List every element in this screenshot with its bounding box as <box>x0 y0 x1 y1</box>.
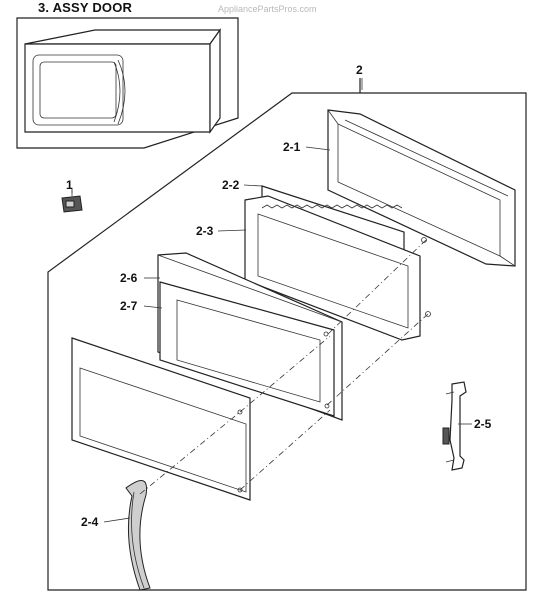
callout-2-7: 2-7 <box>120 299 138 313</box>
part-2-4-handle <box>125 480 151 591</box>
callout-2-1: 2-1 <box>283 140 301 154</box>
part-2-1-choke-frame <box>327 109 516 267</box>
leader-lines <box>71 146 472 523</box>
part-2-7-inner-frame <box>159 281 335 417</box>
callout-2-2: 2-2 <box>222 178 240 192</box>
microwave-inset <box>16 17 239 149</box>
alignment-lines <box>139 239 429 495</box>
watermark: AppliancePartsPros.com <box>218 4 317 14</box>
assembly-boundary <box>47 78 527 591</box>
callout-2: 2 <box>356 63 363 77</box>
front-glass-panel <box>71 337 251 501</box>
callout-2-5: 2-5 <box>474 417 492 431</box>
part-2-5-latch-lever <box>442 381 467 471</box>
part-1-latch <box>61 190 83 213</box>
callout-2-6: 2-6 <box>120 271 138 285</box>
callout-2-3: 2-3 <box>196 224 214 238</box>
diagram-title: 3. ASSY DOOR <box>38 0 133 15</box>
callout-2-4: 2-4 <box>81 515 99 529</box>
callout-1: 1 <box>66 178 73 192</box>
